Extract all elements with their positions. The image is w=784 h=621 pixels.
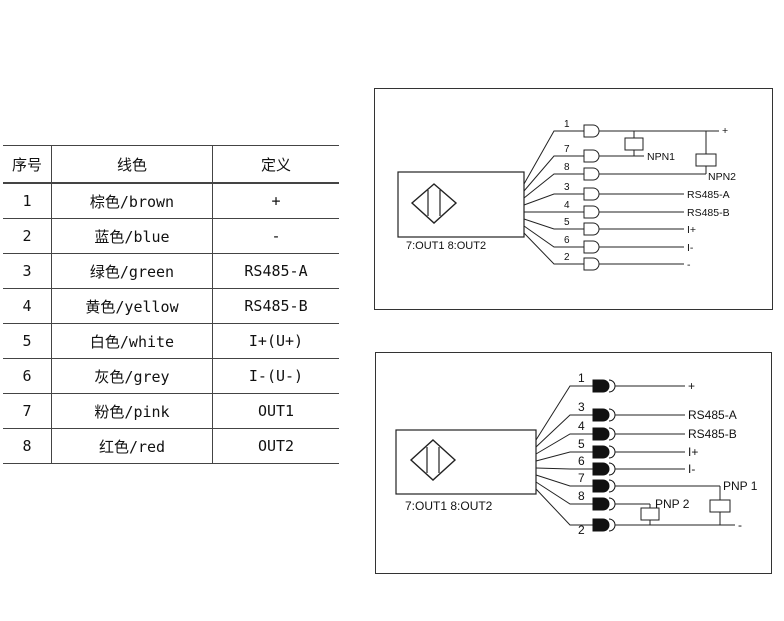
cell-definition: - xyxy=(271,227,281,245)
pin-number: 7 xyxy=(564,144,570,155)
cable-fan xyxy=(523,130,584,265)
signal-labels: + NPN1 NPN2 RS485-A RS485-B I+ I- - xyxy=(647,125,736,271)
pin-number: 8 xyxy=(578,489,585,503)
label-iplus: I+ xyxy=(688,445,698,459)
cell-definition: + xyxy=(271,192,281,210)
cell-color: 绿色/green xyxy=(51,253,213,289)
cell-definition: RS485-A xyxy=(244,262,308,280)
label-npn2: NPN2 xyxy=(708,171,736,183)
cell-definition: I-(U-) xyxy=(248,367,304,385)
sensor-body xyxy=(395,429,537,495)
output-wires xyxy=(625,385,735,526)
output-wires xyxy=(614,130,719,265)
pnp-wiring-diagram: 7:OUT1 8:OUT2 1 3 4 5 6 7 8 2 xyxy=(375,352,772,574)
cell-index: 7 xyxy=(3,393,52,429)
connector-pins xyxy=(592,379,625,532)
cell-definition: I+(U+) xyxy=(248,332,304,350)
pin-number: 3 xyxy=(564,182,570,193)
label-pnp1: PNP 1 xyxy=(723,479,758,493)
cell-color: 灰色/grey xyxy=(51,358,213,394)
pin-number: 1 xyxy=(564,119,570,130)
label-iminus: I- xyxy=(687,242,694,254)
diagram-frame xyxy=(374,88,773,310)
label-rs485a: RS485-A xyxy=(688,408,737,422)
cable-fan xyxy=(535,385,593,526)
npn1-load-icon xyxy=(624,137,644,151)
pin-numbers: 1 7 8 3 4 5 6 2 xyxy=(564,119,570,263)
pin-number: 7 xyxy=(578,471,585,485)
header-definition: 定义 xyxy=(260,155,291,174)
cell-definition: OUT1 xyxy=(257,402,295,420)
cell-definition: RS485-B xyxy=(244,297,308,315)
label-rs485b: RS485-B xyxy=(687,207,730,219)
cell-index: 3 xyxy=(3,253,52,289)
label-npn1: NPN1 xyxy=(647,151,675,163)
cell-index: 1 xyxy=(3,183,52,219)
pin-number: 5 xyxy=(564,217,570,228)
pin-number: 4 xyxy=(578,419,585,433)
connector-pins xyxy=(583,124,614,271)
signal-labels: + RS485-A RS485-B I+ I- PNP 1 PNP 2 - xyxy=(655,379,758,532)
label-minus: - xyxy=(738,518,742,532)
pin-number: 6 xyxy=(564,235,570,246)
table-header-row: 序号 线色 定义 xyxy=(3,145,339,183)
cell-index: 5 xyxy=(3,323,52,359)
label-rs485a: RS485-A xyxy=(687,189,730,201)
pin-number: 8 xyxy=(564,162,570,173)
pin-number: 6 xyxy=(578,454,585,468)
cell-color: 蓝色/blue xyxy=(51,218,213,254)
label-iminus: I- xyxy=(688,462,695,476)
sensor-body xyxy=(397,171,525,238)
pin-number: 4 xyxy=(564,200,570,211)
cell-color: 粉色/pink xyxy=(51,393,213,429)
cell-definition: OUT2 xyxy=(257,437,295,455)
cell-index: 4 xyxy=(3,288,52,324)
cell-color: 白色/white xyxy=(51,323,213,359)
pin-number: 1 xyxy=(578,371,585,385)
label-plus: + xyxy=(722,125,728,137)
cell-index: 6 xyxy=(3,358,52,394)
label-rs485b: RS485-B xyxy=(688,427,737,441)
npn-wiring-diagram: 7:OUT1 8:OUT2 1 7 8 3 4 5 6 2 xyxy=(374,88,773,310)
label-iplus: I+ xyxy=(687,224,696,236)
cell-color: 红色/red xyxy=(51,428,213,464)
sensor-output-label: 7:OUT1 8:OUT2 xyxy=(405,499,493,513)
pin-number: 5 xyxy=(578,437,585,451)
sensor-symbol-icon xyxy=(409,439,457,481)
label-pnp2: PNP 2 xyxy=(655,497,690,511)
cell-index: 2 xyxy=(3,218,52,254)
cell-index: 8 xyxy=(3,428,52,464)
pin-number: 3 xyxy=(578,400,585,414)
sensor-output-label: 7:OUT1 8:OUT2 xyxy=(406,240,486,252)
header-index: 序号 xyxy=(3,145,52,183)
header-wire-color: 线色 xyxy=(51,145,213,183)
diagram-frame xyxy=(375,352,772,574)
pin-number: 2 xyxy=(564,252,570,263)
cell-color: 棕色/brown xyxy=(51,183,213,219)
pin-numbers: 1 3 4 5 6 7 8 2 xyxy=(578,371,585,537)
pin-number: 2 xyxy=(578,523,585,537)
cell-color: 黄色/yellow xyxy=(51,288,213,324)
pnp1-load-icon xyxy=(709,499,731,513)
sensor-symbol-icon xyxy=(410,183,458,224)
npn2-load-icon xyxy=(695,153,717,167)
label-minus: - xyxy=(687,259,691,271)
label-plus: + xyxy=(688,379,695,393)
